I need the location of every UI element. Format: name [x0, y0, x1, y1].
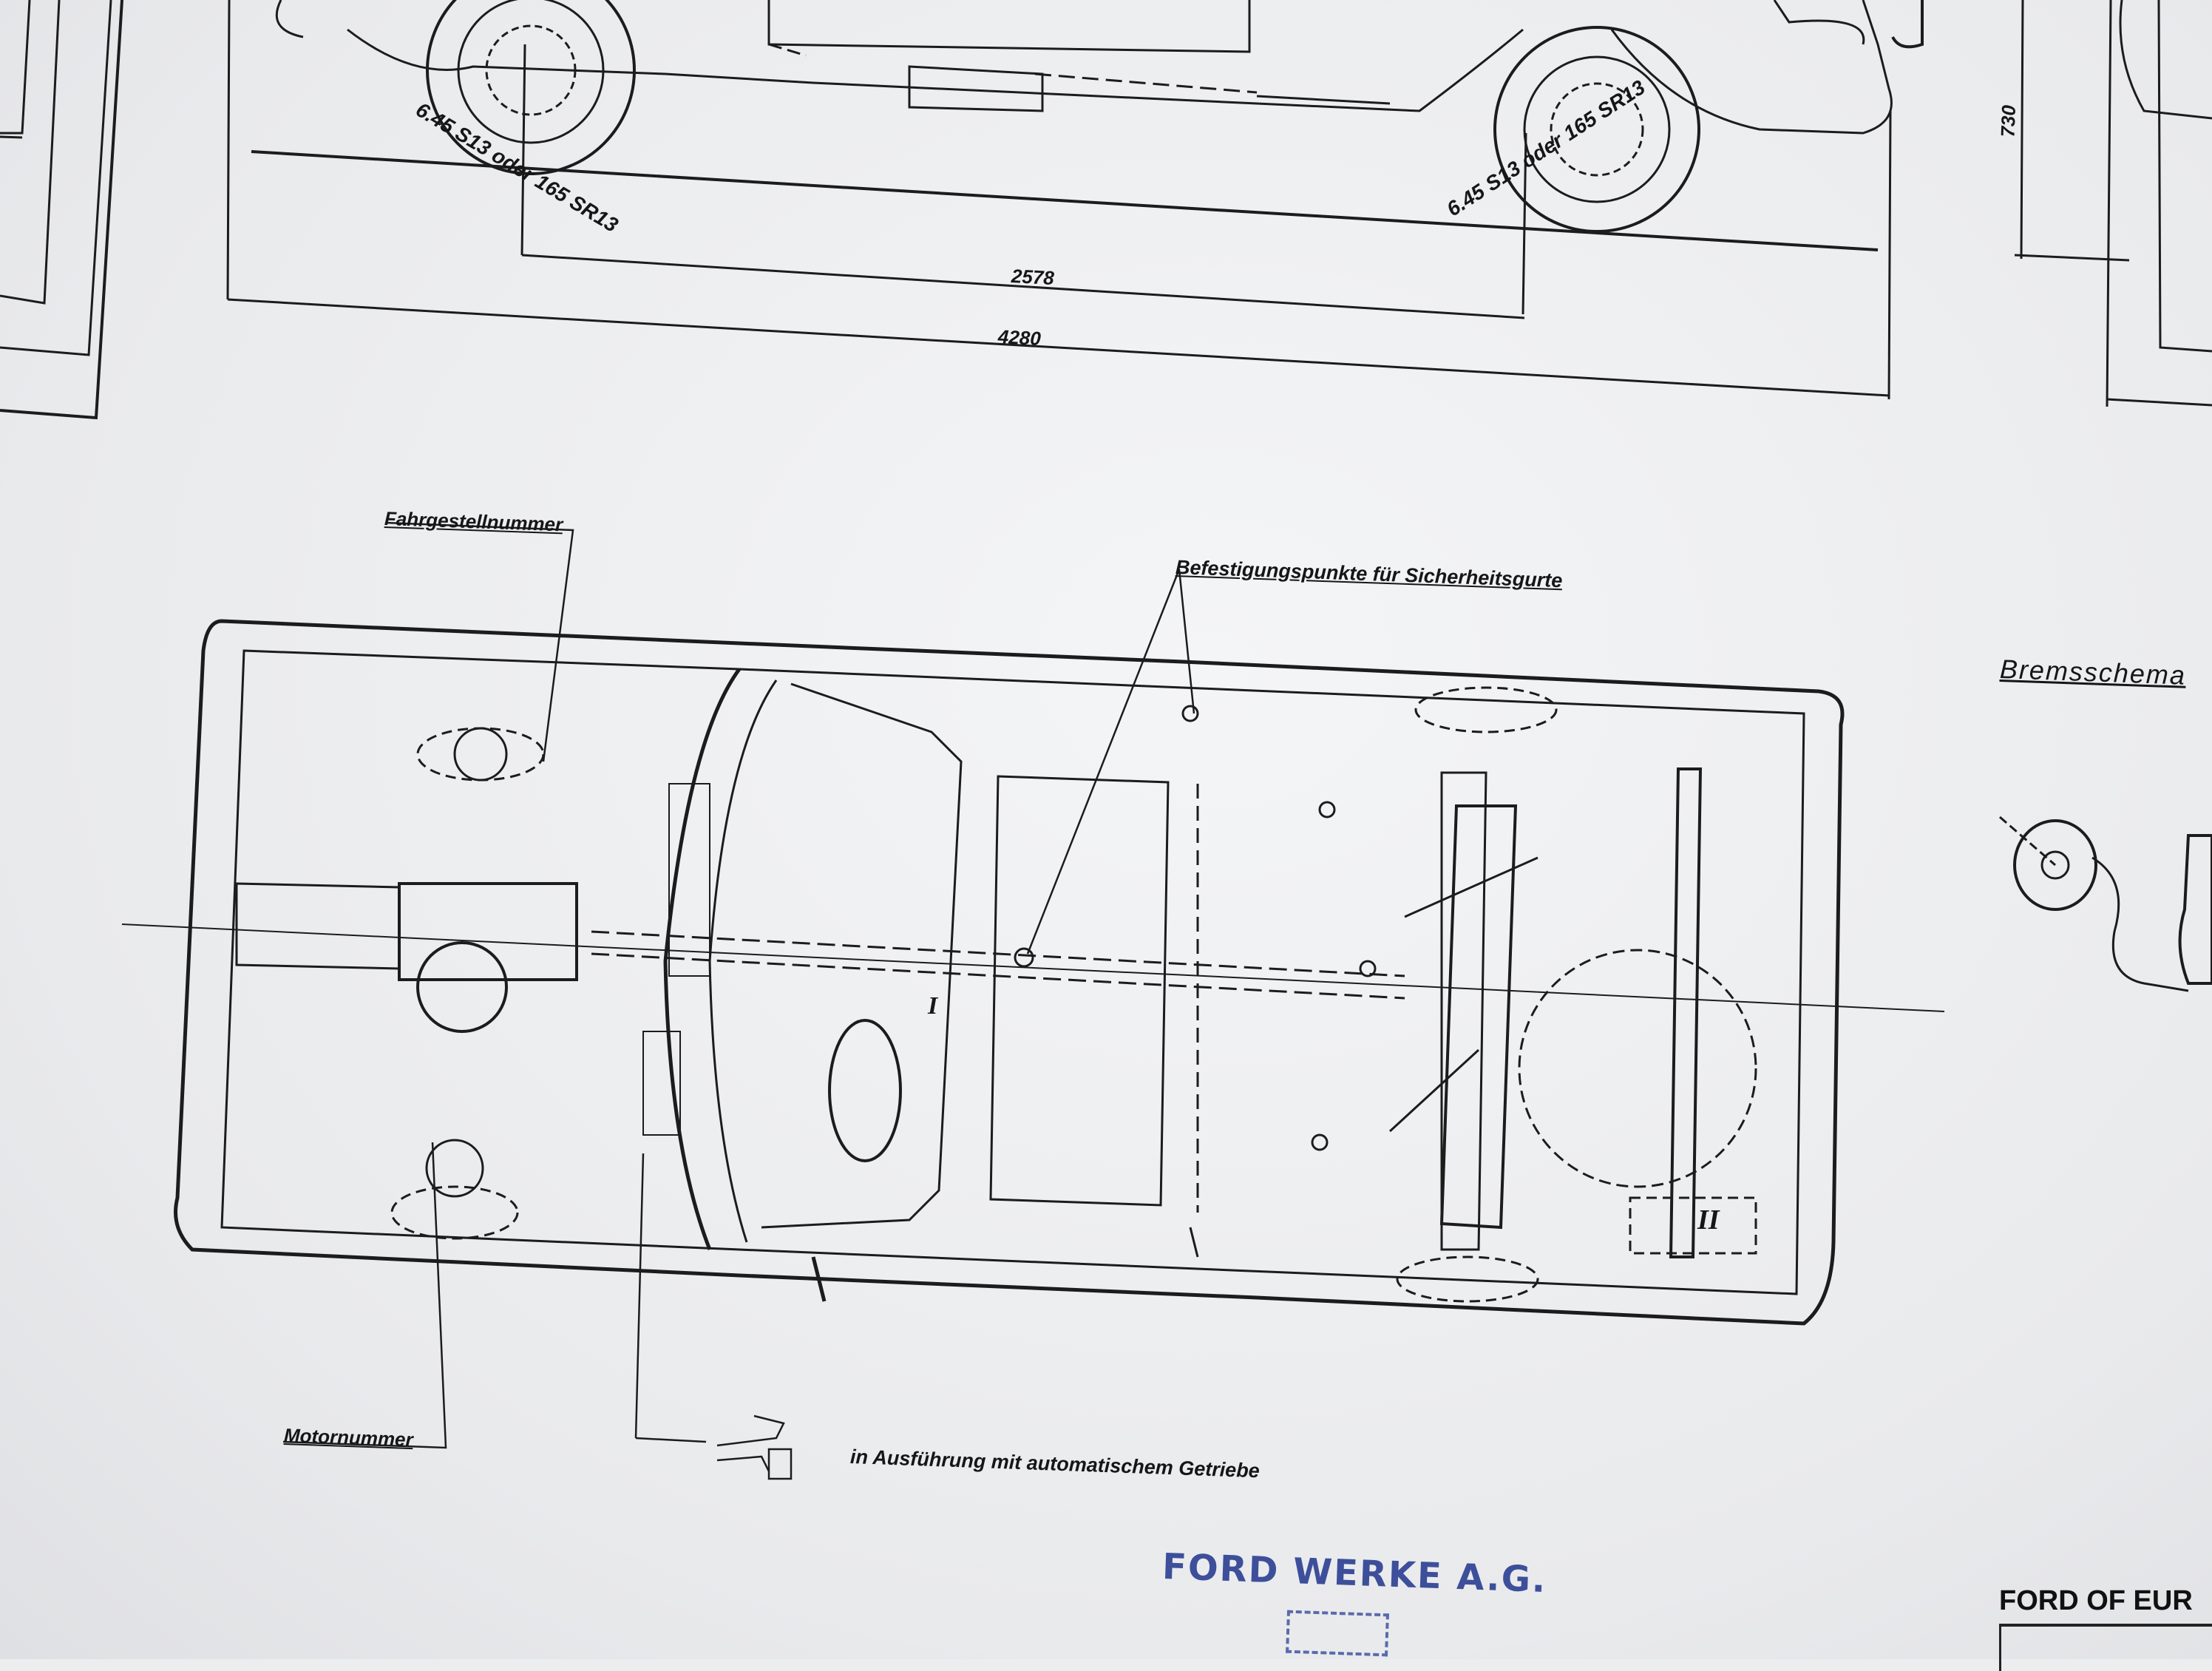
left-partial-view: [0, 0, 123, 420]
leader-lines: [282, 521, 1195, 1480]
stamp-seal-box: [1286, 1610, 1389, 1657]
brake-diagram-label: Bremsschema: [1999, 654, 2187, 691]
roman-numeral-one: I: [928, 992, 938, 1020]
roman-numeral-two: II: [1697, 1204, 1720, 1236]
engine-number-label: Motornummer: [283, 1424, 414, 1451]
plan-view-drawing: [121, 619, 1945, 1326]
title-block-heading: FORD OF EUR: [1999, 1585, 2193, 1616]
title-block-frame: [1999, 1624, 2212, 1671]
height-dimension: 730: [1996, 104, 2021, 138]
brake-diagram-drawing: [1999, 816, 2212, 992]
wheelbase-dimension: 2578: [1011, 265, 1055, 290]
side-view-drawing: [226, 0, 2212, 407]
overall-length-dimension: 4280: [997, 325, 1042, 350]
